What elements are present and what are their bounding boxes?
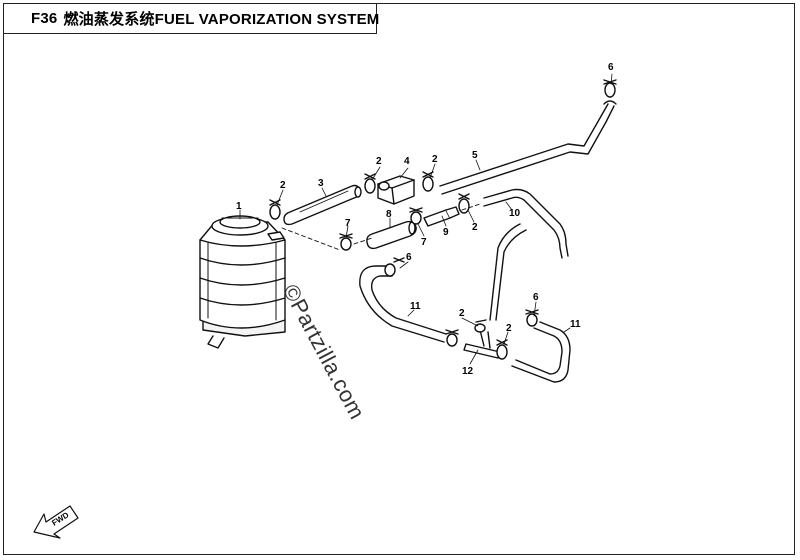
- callout-6-c: 6: [533, 292, 539, 303]
- callout-3: 3: [318, 178, 324, 189]
- callout-4: 4: [404, 156, 410, 167]
- callout-11-a: 11: [410, 301, 421, 312]
- callout-2-a: 2: [280, 180, 286, 191]
- clamp-6-a[interactable]: [603, 79, 617, 98]
- clamp-left-loop[interactable]: [445, 329, 459, 347]
- title-block: F36 燃油蒸发系统FUEL VAPORIZATION SYSTEM: [3, 3, 380, 34]
- pipe-11-left[interactable]: [359, 265, 447, 343]
- sleeve-8[interactable]: [366, 220, 417, 250]
- callout-labels: 1 2 3 2 4 2 5 6 7 8 7 9 2 10 6 11 2 2 6 …: [236, 62, 614, 377]
- callout-6-b: 6: [406, 252, 412, 263]
- leader-lines: [239, 73, 613, 365]
- clamp-2-d[interactable]: [458, 193, 470, 214]
- callout-2-c: 2: [432, 154, 438, 165]
- tee-12[interactable]: [463, 329, 501, 359]
- pipe-10[interactable]: [483, 188, 569, 321]
- fitting-9[interactable]: [423, 206, 460, 227]
- pipe-5[interactable]: [439, 100, 617, 195]
- callout-2-f: 2: [506, 323, 512, 334]
- clamp-6-b[interactable]: [384, 257, 405, 277]
- callout-11-b: 11: [570, 319, 581, 330]
- clamp-2-a[interactable]: [269, 199, 281, 220]
- drawing-frame: [3, 3, 795, 555]
- callout-1: 1: [236, 201, 242, 212]
- dashed-guides: [281, 203, 481, 251]
- fwd-arrow-icon: FWD: [33, 505, 79, 539]
- callout-5: 5: [472, 150, 478, 161]
- hose-3[interactable]: [283, 184, 362, 226]
- connector-4[interactable]: [377, 175, 415, 205]
- clamp-2-e[interactable]: [474, 319, 487, 333]
- callout-9: 9: [443, 227, 449, 238]
- callout-6-a: 6: [608, 62, 614, 73]
- callout-2-b: 2: [376, 156, 382, 167]
- callout-8: 8: [386, 209, 392, 220]
- figure-title: 燃油蒸发系统FUEL VAPORIZATION SYSTEM: [63, 10, 380, 28]
- callout-12: 12: [462, 366, 474, 377]
- clamp-7-b[interactable]: [409, 207, 423, 225]
- pipe-11-right[interactable]: [511, 321, 571, 383]
- clamp-6-c[interactable]: [525, 309, 539, 327]
- callout-2-d: 2: [472, 222, 478, 233]
- callout-10: 10: [509, 208, 521, 219]
- clamp-2-c[interactable]: [422, 171, 434, 192]
- callout-7-b: 7: [421, 237, 427, 248]
- clamp-2-f[interactable]: [496, 339, 508, 360]
- canister[interactable]: [199, 215, 286, 349]
- figure-code: F36: [31, 9, 58, 27]
- callout-2-e: 2: [459, 308, 465, 319]
- callout-7-a: 7: [345, 218, 351, 229]
